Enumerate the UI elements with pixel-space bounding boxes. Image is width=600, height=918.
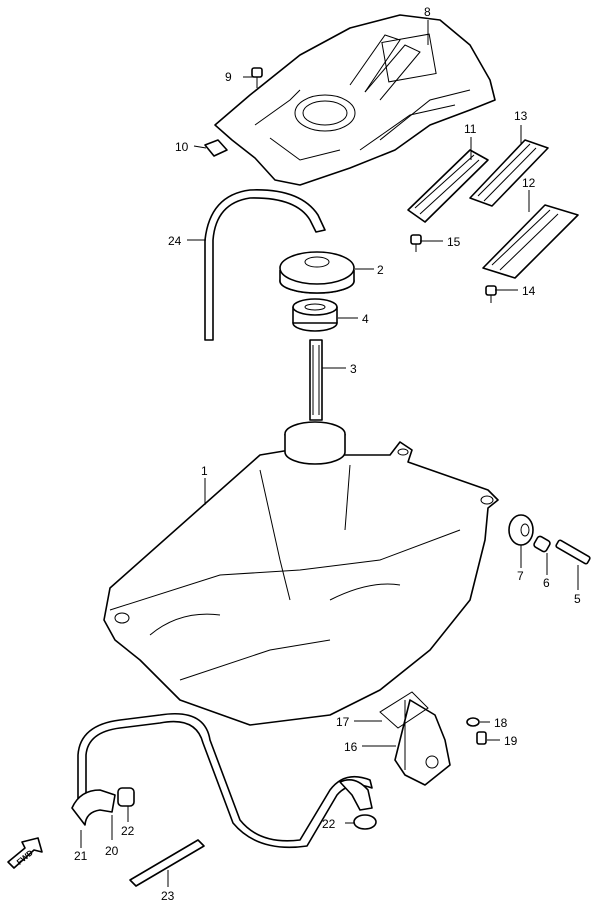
callout-22-left: 22 [121, 824, 135, 838]
callout-1: 1 [201, 464, 208, 478]
washer-18 [466, 717, 480, 727]
bolt-9 [251, 67, 263, 88]
screw-19 [476, 731, 487, 745]
clip-22a [117, 787, 135, 807]
tie-band [129, 839, 205, 887]
callout-labels: 8 9 10 24 2 4 3 11 13 12 15 14 1 7 6 5 1… [74, 5, 581, 903]
bolt-15 [410, 234, 422, 252]
callout-24: 24 [168, 234, 182, 248]
callout-15: 15 [447, 235, 461, 249]
callout-19: 19 [504, 734, 518, 748]
callout-5: 5 [574, 592, 581, 606]
collar [533, 535, 551, 553]
bolt-14 [485, 285, 497, 303]
fuel-tank [103, 421, 499, 726]
callout-13: 13 [514, 109, 528, 123]
callout-2: 2 [377, 263, 384, 277]
callout-21: 21 [74, 849, 88, 863]
callout-10: 10 [175, 140, 189, 154]
leader-lines [80, 20, 579, 887]
band-13 [469, 139, 549, 207]
rubber-cushion [508, 514, 534, 546]
callout-22-right: 22 [322, 817, 336, 831]
callout-7: 7 [517, 569, 524, 583]
callout-12: 12 [522, 176, 536, 190]
callout-3: 3 [350, 362, 357, 376]
fuel-cap [279, 251, 355, 294]
callout-11: 11 [464, 122, 477, 136]
callout-20: 20 [105, 844, 119, 858]
callout-17: 17 [336, 715, 350, 729]
callout-14: 14 [522, 284, 536, 298]
callout-16: 16 [344, 740, 358, 754]
band-11 [407, 149, 489, 223]
breather-hose [204, 189, 326, 341]
clip-22b [353, 814, 377, 830]
callout-23: 23 [161, 889, 175, 903]
cap-filter [292, 298, 338, 332]
fuel-strainer [309, 339, 323, 421]
callout-9: 9 [225, 70, 232, 84]
fwd-arrow-icon: FWD [7, 837, 43, 869]
callout-8: 8 [424, 5, 431, 19]
callout-18: 18 [494, 716, 508, 730]
band-12 [482, 204, 579, 279]
fuel-hose [71, 713, 373, 849]
tank-cover [214, 14, 496, 186]
nut-10 [204, 139, 228, 157]
fuel-cock [379, 691, 451, 786]
bolt-5 [555, 539, 591, 565]
callout-4: 4 [362, 312, 369, 326]
callout-6: 6 [543, 576, 550, 590]
